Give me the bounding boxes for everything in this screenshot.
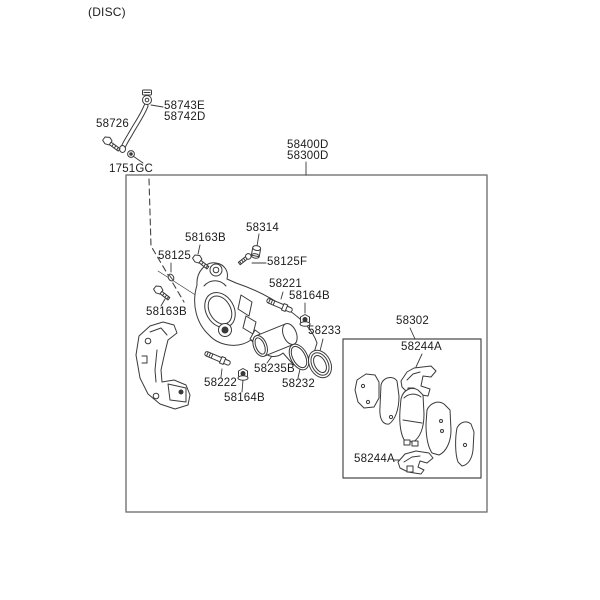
part-label-58164b-lower: 58164B xyxy=(224,392,265,404)
part-label-58164b-upper: 58164B xyxy=(289,290,330,302)
part-label-58125: 58125 xyxy=(158,250,191,262)
flange-nut-upper-icon xyxy=(299,314,311,327)
pad-shim-right-icon xyxy=(455,421,475,467)
assembly-box xyxy=(125,174,488,513)
part-label-58314: 58314 xyxy=(246,222,279,234)
part-label-58743e: 58743E xyxy=(164,100,205,112)
caliper-bracket-icon xyxy=(135,321,191,410)
hose-routing-dashed-line xyxy=(148,178,185,303)
part-label-58232: 58232 xyxy=(282,378,315,390)
brake-pad-left-icon xyxy=(379,377,400,425)
brake-pad-center-icon xyxy=(399,387,425,447)
dust-boot-icon xyxy=(307,349,333,379)
pad-kit-box xyxy=(342,338,482,479)
part-label-58300d: 58300D xyxy=(287,150,329,162)
brake-pad-right-icon xyxy=(425,401,452,456)
part-label-58163b-lower: 58163B xyxy=(146,306,187,318)
pad-shim-left-icon xyxy=(354,373,380,409)
part-label-58221: 58221 xyxy=(269,278,302,290)
part-label-58400d: 58400D xyxy=(287,139,329,151)
part-label-1751gc: 1751GC xyxy=(109,163,154,175)
hose-bolt-icon xyxy=(102,136,121,152)
piston-icon xyxy=(252,323,298,357)
pad-retainer-clip-bottom-icon xyxy=(397,450,434,475)
bleeder-cap-icon xyxy=(250,245,262,259)
flange-nut-lower-icon xyxy=(237,368,249,381)
variant-note: (DISC) xyxy=(88,5,126,19)
brake-hose-icon xyxy=(119,89,152,153)
guide-rod-lower-icon xyxy=(204,351,231,366)
guide-rod-upper-icon xyxy=(266,298,293,313)
part-label-58742d: 58742D xyxy=(164,111,206,123)
part-label-58244a-top: 58244A xyxy=(401,341,442,353)
part-label-58244a-bottom: 58244A xyxy=(354,453,395,465)
part-label-58163b-upper: 58163B xyxy=(185,232,226,244)
guide-pin-bolt-lower-icon xyxy=(153,285,171,301)
part-label-58125f: 58125F xyxy=(267,256,308,268)
piston-seal-icon xyxy=(288,343,310,371)
hose-grommet-icon xyxy=(127,150,135,158)
part-label-58233: 58233 xyxy=(308,325,341,337)
bleeder-screw-icon xyxy=(237,253,252,266)
part-label-58222: 58222 xyxy=(204,377,237,389)
retainer-clip-icon xyxy=(167,273,175,282)
guide-pin-bolt-upper-icon xyxy=(192,254,210,270)
part-label-58726: 58726 xyxy=(96,118,129,130)
part-label-58235b: 58235B xyxy=(254,363,295,375)
part-label-58302: 58302 xyxy=(396,315,429,327)
